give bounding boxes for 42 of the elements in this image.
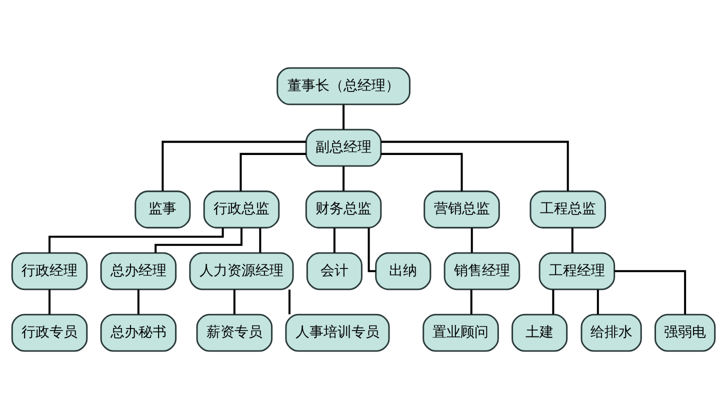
connector [342, 166, 345, 192]
node-box: 强弱电 [654, 314, 716, 352]
node-box: 行政经理 [11, 252, 88, 290]
connector [137, 290, 140, 314]
connector [162, 140, 306, 191]
connector [470, 290, 472, 314]
node-box: 总办经理 [100, 252, 177, 290]
node-box: 给排水 [580, 314, 642, 352]
node-box: 销售经理 [444, 252, 520, 290]
node-box: 人力资源经理 [189, 252, 294, 290]
connector [368, 228, 376, 272]
connector [380, 152, 463, 192]
node-box: 工程总监 [530, 190, 606, 228]
connector [596, 290, 599, 314]
node-box: 土建 [512, 314, 568, 352]
node-box: 会计 [306, 252, 362, 290]
connector [233, 290, 236, 314]
connector [154, 228, 242, 253]
node-box: 监事 [134, 190, 191, 228]
node-box: 董事长（总经理） [276, 67, 410, 106]
node-box: 营销总监 [424, 190, 500, 228]
node-box: 薪资专员 [196, 314, 273, 352]
node-box: 行政总监 [203, 190, 280, 228]
connector [288, 290, 290, 314]
connector [571, 228, 574, 253]
connector [614, 270, 686, 314]
connector [259, 228, 262, 253]
connector [240, 152, 306, 192]
node-box: 行政专员 [11, 314, 88, 352]
connector [342, 104, 345, 130]
connector [381, 140, 569, 191]
node-box: 副总经理 [305, 128, 382, 167]
node-box: 出纳 [375, 252, 432, 290]
node-box: 工程经理 [538, 252, 616, 290]
connector [48, 290, 51, 314]
node-box: 置业顾问 [422, 314, 499, 352]
node-box: 财务总监 [305, 190, 382, 228]
connector [470, 228, 473, 253]
connector [552, 290, 554, 314]
connector [333, 228, 336, 253]
node-box: 总办秘书 [100, 314, 177, 352]
node-box: 人事培训专员 [285, 314, 390, 352]
